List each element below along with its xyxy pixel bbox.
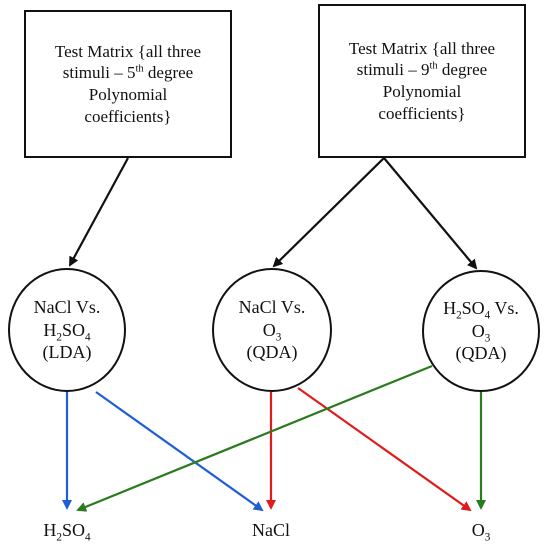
box-right-line2: stimuli – 9th degree (349, 59, 495, 81)
box-left-line2-sup: th (135, 63, 144, 75)
c1-line3: (LDA) (42, 342, 92, 363)
out-h2so4-mid: SO (61, 520, 85, 540)
classifier-nacl-vs-h2so4-lda: NaCl Vs. H2SO4 (LDA) (8, 268, 126, 392)
c1-line2-sub2: 4 (85, 331, 91, 344)
test-matrix-9th-degree-text: Test Matrix {all three stimuli – 9th deg… (349, 38, 495, 125)
box-right-line2-sup: th (429, 60, 438, 72)
out-o3-base: O (471, 520, 485, 540)
c1-line2-base: H (43, 319, 57, 340)
out-h2so4-sub2: 4 (85, 531, 91, 544)
c1-line2-mid: SO (61, 319, 85, 340)
c3-line2-sub: 3 (484, 332, 491, 345)
edge-c2-to-o3 (297, 387, 472, 512)
output-o3-label: O3 (436, 520, 526, 544)
c3-line2-base: O (471, 320, 485, 341)
c3-line2: O3 (471, 320, 491, 345)
c3-line1-mid: SO (461, 298, 485, 319)
edge-c1-to-nacl (95, 391, 264, 512)
edge-matrix5-to-c1 (69, 157, 129, 267)
out-h2so4-sub1: 2 (56, 531, 62, 544)
box-right-line3: Polynomial (382, 82, 462, 101)
test-matrix-5th-degree-box: Test Matrix {all three stimuli – 5th deg… (24, 10, 232, 158)
box-left-line2-pre: stimuli – 5 (62, 63, 136, 83)
c1-line2: H2SO4 (43, 319, 91, 344)
box-left-line3: Polynomial (88, 85, 168, 104)
output-nacl-label: NaCl (226, 520, 316, 541)
c2-line3: (QDA) (246, 342, 298, 363)
out-nacl-text: NaCl (252, 520, 290, 540)
c1-line2-sub1: 2 (56, 331, 62, 344)
classifier-h2so4-vs-o3-qda: H2SO4 Vs. O3 (QDA) (422, 270, 540, 392)
box-left-line2-post: degree (143, 63, 194, 83)
box-right-line1: Test Matrix {all three (348, 38, 496, 58)
c2-line2-sub: 3 (275, 331, 282, 344)
c3-line1: H2SO4 Vs. (443, 297, 519, 322)
out-h2so4-base: H (43, 520, 57, 540)
c1-line1: NaCl Vs. (33, 297, 101, 318)
edge-matrix9-to-c3 (383, 157, 478, 270)
box-left-line2: stimuli – 5th degree (55, 62, 201, 84)
box-left-line4: coefficients} (84, 106, 172, 126)
output-h2so4-label: H2SO4 (22, 520, 112, 544)
c3-line1-sub1: 2 (456, 309, 462, 322)
edge-c3-to-h2so4 (76, 364, 433, 512)
box-left-line1: Test Matrix {all three (54, 41, 202, 61)
box-right-line2-pre: stimuli – 9 (356, 60, 430, 80)
classifier-nacl-vs-o3-qda: NaCl Vs. O3 (QDA) (212, 268, 332, 392)
c3-line1-base: H (443, 298, 457, 319)
box-right-line2-post: degree (437, 60, 488, 80)
c2-line2-base: O (262, 319, 276, 340)
test-matrix-5th-degree-text: Test Matrix {all three stimuli – 5th deg… (55, 41, 201, 128)
out-o3-sub: 3 (484, 531, 491, 544)
c2-line2: O3 (262, 319, 282, 344)
box-right-line4: coefficients} (378, 103, 466, 123)
test-matrix-9th-degree-box: Test Matrix {all three stimuli – 9th deg… (318, 4, 526, 158)
c3-line1-sub2: 4 (484, 309, 491, 322)
c2-line1: NaCl Vs. (238, 297, 306, 318)
edge-matrix9-to-c2 (272, 157, 385, 268)
c3-line1-post: Vs. (490, 298, 519, 319)
c3-line3: (QDA) (455, 343, 507, 364)
